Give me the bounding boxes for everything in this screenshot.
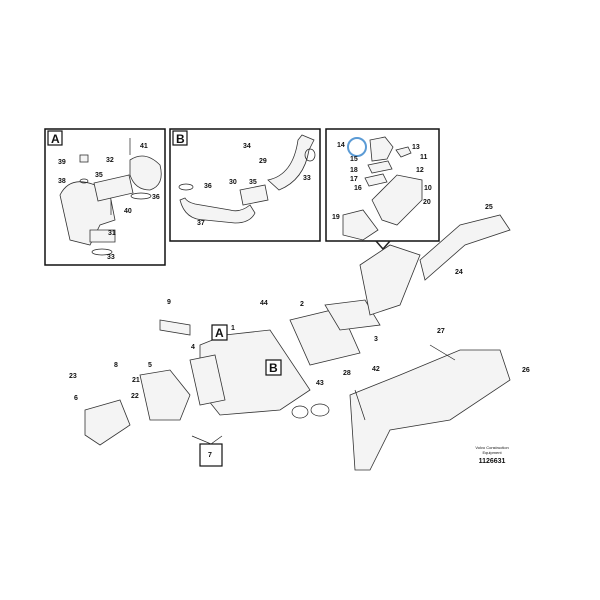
label: 34 (243, 143, 251, 150)
callout-b: B (269, 361, 278, 375)
inset-b: B (169, 128, 321, 242)
label: 24 (455, 269, 463, 276)
inset-a: A (44, 128, 166, 266)
label: 2 (300, 301, 304, 308)
label: 8 (114, 362, 118, 369)
label: 38 (58, 178, 66, 185)
brand-line-2: Equipment (482, 450, 502, 455)
label: 41 (140, 143, 148, 150)
label: 35 (95, 172, 103, 179)
label: 15 (350, 156, 358, 163)
document-number: 1126631 (479, 458, 506, 465)
label: 33 (303, 175, 311, 182)
label: 42 (372, 366, 380, 373)
label: 44 (260, 300, 268, 307)
label: 5 (148, 362, 152, 369)
label: 36 (152, 194, 160, 201)
label: 1 (231, 325, 235, 332)
label: 28 (343, 370, 351, 377)
label: 19 (332, 214, 340, 221)
callout-b-box (265, 359, 282, 376)
label: 6 (74, 395, 78, 402)
label: 35 (249, 179, 257, 186)
highlight-circle (347, 137, 367, 157)
label: 30 (229, 179, 237, 186)
label: 9 (167, 299, 171, 306)
label: 7 (208, 452, 212, 459)
label: 23 (69, 373, 77, 380)
label: 40 (124, 208, 132, 215)
label: 25 (485, 204, 493, 211)
label: 31 (108, 230, 116, 237)
label: 39 (58, 159, 66, 166)
label: 3 (374, 336, 378, 343)
label: 20 (423, 199, 431, 206)
inset-b-tag: B (176, 132, 185, 146)
label: 26 (522, 367, 530, 374)
label: 32 (106, 157, 114, 164)
brand-line-1: Volvo Construction (475, 445, 508, 450)
label: 13 (412, 144, 420, 151)
label: 18 (350, 167, 358, 174)
main-assembly (84, 214, 511, 471)
label: 22 (131, 393, 139, 400)
label: 12 (416, 167, 424, 174)
label: 33 (107, 254, 115, 261)
callout-a-box (211, 324, 228, 341)
inset-a-tag: A (51, 132, 60, 146)
label: 11 (420, 154, 428, 161)
label: 29 (259, 158, 267, 165)
label: 43 (316, 380, 324, 387)
label: 37 (197, 220, 205, 227)
label: 36 (204, 183, 212, 190)
label: 17 (350, 176, 358, 183)
label: 16 (354, 185, 362, 192)
callout-a: A (215, 326, 224, 340)
inset-c (325, 128, 440, 251)
label-highlighted: 14 (337, 142, 345, 149)
label: 21 (132, 377, 140, 384)
label: 4 (191, 344, 195, 351)
label: 10 (424, 185, 432, 192)
label: 27 (437, 328, 445, 335)
